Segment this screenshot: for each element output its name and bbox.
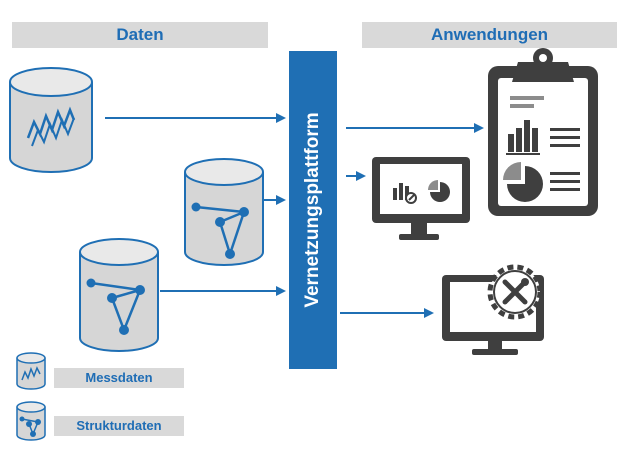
structure-data-cylinder-icon: [79, 238, 159, 352]
network-platform-bar: Vernetzungsplattform: [289, 51, 337, 369]
clipboard-report-icon: [488, 48, 598, 216]
applications-header: Anwendungen: [362, 22, 617, 48]
structure-cylinder-icon: [16, 401, 46, 441]
measurement-data-cylinder-icon: [9, 67, 93, 173]
measurement-cylinder-icon: [16, 352, 46, 390]
monitor-tools-icon: [442, 264, 544, 355]
legend-measurement-label: Messdaten: [54, 368, 184, 388]
structure-data-cylinder-icon: [184, 158, 264, 266]
legend-structure-label: Strukturdaten: [54, 416, 184, 436]
data-header: Daten: [12, 22, 268, 48]
monitor-analytics-icon: [372, 157, 470, 240]
